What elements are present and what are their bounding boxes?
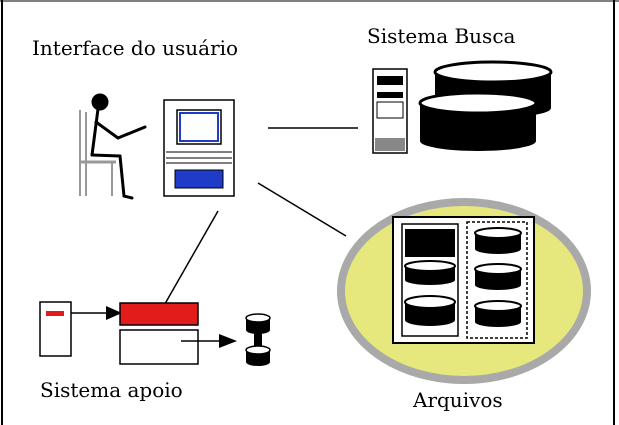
right-disk-3 [474, 300, 522, 327]
connector-user-arquivos [257, 182, 347, 237]
left-disk-1 [404, 260, 456, 285]
computer-icon [163, 99, 235, 197]
apoio-label: Sistema apoio [40, 378, 183, 402]
connector-user-apoio [161, 210, 219, 310]
chair-icon [79, 110, 116, 196]
left-disk-2 [404, 295, 456, 326]
interface-label: Interface do usuário [32, 36, 239, 60]
right-disk-2 [474, 263, 522, 290]
right-disk-1 [474, 227, 522, 254]
apoio-white-box [119, 329, 199, 365]
busca-label: Sistema Busca [367, 24, 516, 48]
apoio-tower [39, 301, 72, 357]
arquivos-label: Arquivos [413, 388, 503, 412]
apoio-red-box [119, 302, 199, 326]
database-cylinder-front [418, 91, 538, 151]
server-with-databases-icon [372, 60, 553, 154]
apoio-disk-stack [245, 313, 271, 366]
person-at-computer-icon [79, 93, 235, 200]
file-cabinet-icon [337, 198, 591, 384]
stick-figure-icon [90, 93, 147, 200]
support-system-icon [39, 301, 271, 366]
